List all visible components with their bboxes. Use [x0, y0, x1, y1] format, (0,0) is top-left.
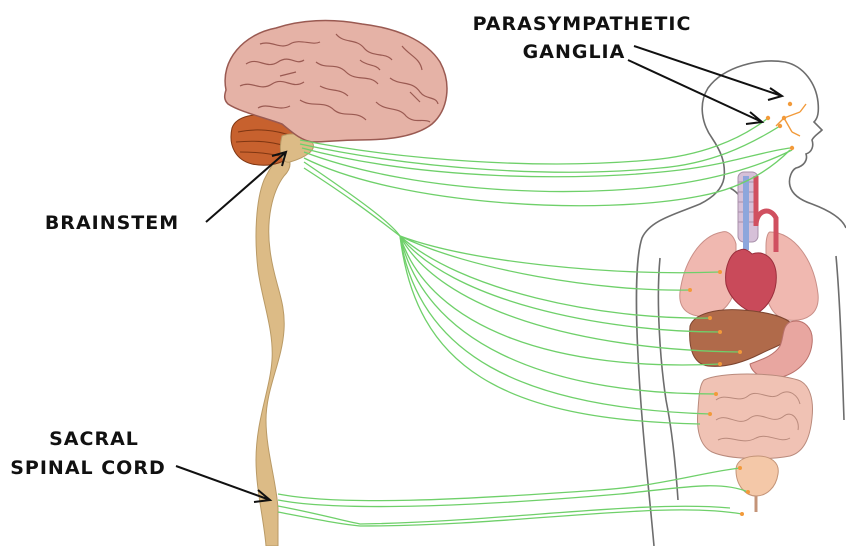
ganglion-dot [790, 146, 794, 150]
ganglion-dot [746, 490, 750, 494]
ganglion-dot [778, 124, 782, 128]
ganglion-dot [738, 350, 742, 354]
ganglion-dot [718, 270, 722, 274]
ganglion-dot [718, 362, 722, 366]
arrow-ganglia [628, 60, 762, 124]
ganglion-dot [740, 512, 744, 516]
ganglion-dot [782, 116, 786, 120]
intestines-icon [698, 374, 813, 459]
arrow-sacral [176, 466, 270, 502]
ganglion-dot [788, 102, 792, 106]
ganglion-dot [718, 330, 722, 334]
organs [680, 172, 818, 512]
label-spinal-cord: SPINAL CORD [10, 457, 166, 479]
brain-icon [225, 21, 447, 166]
ganglion-dot [708, 412, 712, 416]
label-brainstem: BRAINSTEM [45, 212, 179, 234]
ganglion-dot [688, 288, 692, 292]
ganglion-dot [738, 466, 742, 470]
label-sacral: SACRAL [49, 428, 139, 450]
label-ganglia: GANGLIA [523, 41, 626, 63]
spinal-cord [256, 152, 290, 546]
ganglion-dot [714, 392, 718, 396]
ganglion-dot [766, 116, 770, 120]
label-parasympathetic: PARASYMPATHETIC [473, 13, 692, 35]
ganglion-dot [708, 316, 712, 320]
